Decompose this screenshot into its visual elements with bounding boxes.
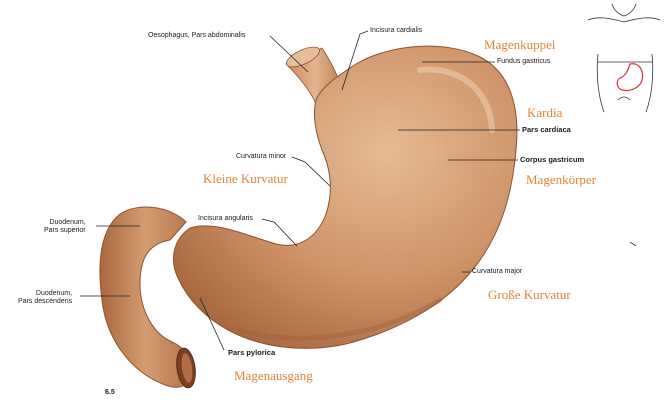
annotation-magenkuppel: Magenkuppel: [484, 37, 555, 53]
edge-mark: [630, 242, 636, 246]
stomach-shape: [174, 46, 517, 348]
label-pars-cardiaca: Pars cardiaca: [522, 126, 571, 134]
label-pars-pylorica: Pars pylorica: [228, 349, 275, 357]
label-incisura-angularis: Incisura angularis: [198, 215, 253, 223]
annotation-grosse-kurvatur: Große Kurvatur: [488, 287, 571, 303]
label-duodenum-superior-line2: Pars superior: [44, 227, 86, 235]
body-silhouette-icon: [588, 4, 660, 112]
silhouette-stomach-icon: [617, 64, 642, 91]
label-duodenum-superior: Duodenum, Pars superior: [44, 219, 86, 235]
leader-curvatura-minor: [292, 157, 330, 186]
label-duodenum-descendens: Duodenum, Pars descendens: [18, 290, 72, 306]
label-oesophagus: Oesophagus, Pars abdominalis: [148, 32, 245, 40]
label-duodenum-superior-line1: Duodenum,: [44, 219, 86, 227]
label-duodenum-descendens-line2: Pars descendens: [18, 298, 72, 306]
label-duodenum-descendens-line1: Duodenum,: [18, 290, 72, 298]
label-incisura-cardialis: Incisura cardialis: [370, 27, 422, 35]
annotation-magenausgang: Magenausgang: [234, 368, 313, 384]
label-corpus: Corpus gastricum: [520, 156, 584, 164]
label-fundus: Fundus gastricus: [497, 58, 550, 66]
figure-number: 6.5: [105, 389, 115, 396]
annotation-kleine-kurvatur: Kleine Kurvatur: [203, 171, 288, 187]
annotation-magenkoerper: Magenkörper: [526, 172, 596, 188]
label-curvatura-minor: Curvatura minor: [236, 153, 286, 161]
label-curvatura-major: Curvatura major: [472, 268, 522, 276]
annotation-kardia: Kardia: [527, 105, 562, 121]
